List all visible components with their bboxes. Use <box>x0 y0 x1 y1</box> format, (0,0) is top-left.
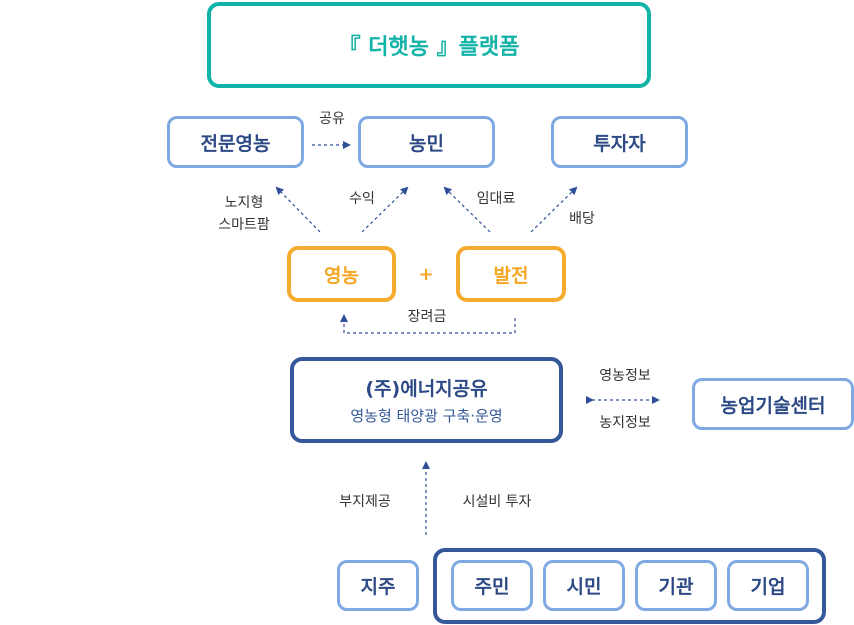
label-site-provision: 부지제공 <box>339 494 391 510</box>
participant-companies: 기업 <box>727 560 809 611</box>
arrow-dividend <box>530 186 578 233</box>
landowner-label: 지주 <box>360 576 396 598</box>
company-desc: 영농형 태양광 구축·운영 <box>350 407 503 425</box>
farming-box: 영농 <box>287 246 396 302</box>
power-box: 발전 <box>456 246 566 302</box>
participant-label: 주민 <box>474 576 510 598</box>
label-rent: 임대료 <box>476 191 516 207</box>
specialist-box: 전문영농 <box>167 116 304 168</box>
arrow-smartfarm <box>275 186 321 233</box>
participant-institutions: 기관 <box>635 560 717 611</box>
tech-center-label: 농업기술센터 <box>720 394 826 417</box>
company-box: (주)에너지공유 영농형 태양광 구축·운영 <box>290 357 563 443</box>
arrow-profit <box>361 186 409 233</box>
participant-label: 기관 <box>658 576 694 598</box>
label-dividend: 배당 <box>569 211 595 227</box>
participant-label: 시민 <box>566 576 602 598</box>
label-farming-info: 영농정보 <box>599 368 651 384</box>
tech-center-box: 농업기술센터 <box>692 378 854 430</box>
investor-box: 투자자 <box>551 116 688 168</box>
label-farmland-info: 농지정보 <box>599 415 651 431</box>
power-label: 발전 <box>493 264 529 287</box>
label-smartfarm-2: 스마트팜 <box>218 217 270 233</box>
label-incentive: 장려금 <box>407 309 447 325</box>
participant-citizens: 시민 <box>543 560 625 611</box>
investor-label: 투자자 <box>593 132 646 155</box>
farmer-box: 농민 <box>358 116 495 168</box>
platform-box: 『 더햇농 』플랫폼 <box>207 2 651 88</box>
label-facility-investment: 시설비 투자 <box>462 494 532 510</box>
company-name: (주)에너지공유 <box>365 378 488 400</box>
farming-label: 영농 <box>324 264 359 287</box>
platform-title: 『 더햇농 』플랫폼 <box>338 35 520 60</box>
arrow-rent <box>443 186 491 233</box>
specialist-label: 전문영농 <box>200 132 271 155</box>
participant-residents: 주민 <box>451 560 533 611</box>
label-share: 공유 <box>319 111 345 127</box>
farmer-label: 농민 <box>409 132 444 155</box>
label-smartfarm-1: 노지형 <box>224 195 264 211</box>
participant-label: 기업 <box>750 576 786 598</box>
landowner-box: 지주 <box>337 560 419 611</box>
plus-sign: + <box>418 264 434 285</box>
arrow-incentive <box>340 314 516 334</box>
label-profit: 수익 <box>349 191 375 207</box>
